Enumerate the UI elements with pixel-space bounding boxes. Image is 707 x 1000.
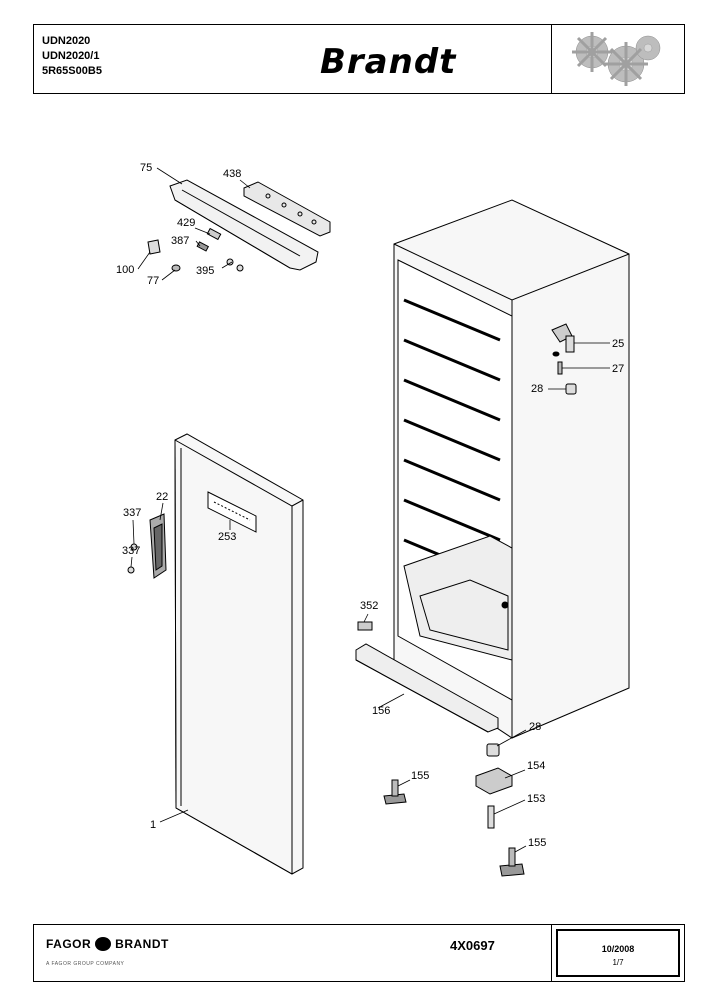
clip-part	[357, 621, 373, 631]
callout-22: 22	[156, 491, 169, 503]
date-box-frame: 10/2008 1/7	[556, 929, 680, 977]
model-line: UDN2020/1	[42, 50, 100, 62]
page-number: 1/7	[612, 958, 624, 967]
fagor-brandt-logo: FAGOR BRANDT	[46, 937, 169, 951]
logo-brandt-text: BRANDT	[115, 937, 169, 951]
model-line: UDN2020	[42, 35, 91, 47]
brand-logo: Brandt	[320, 42, 457, 82]
callout-387: 387	[171, 235, 190, 247]
header-box: UDN2020 UDN2020/1 5R65S00B5 Brandt	[33, 24, 685, 94]
logo-subline: A FAGOR GROUP COMPANY	[46, 961, 125, 967]
date-box: 10/2008 1/7	[551, 925, 684, 981]
gears-icon	[572, 32, 661, 86]
callout-429: 429	[177, 217, 196, 229]
model-line: 5R65S00B5	[42, 65, 102, 77]
control-panel-part	[243, 181, 331, 237]
callout-153: 153	[527, 793, 546, 805]
callout-352: 352	[360, 600, 379, 612]
callout-337-upper: 337	[123, 507, 142, 519]
callout-75: 75	[140, 162, 153, 174]
document-date: 10/2008	[601, 944, 635, 954]
callout-1: 1	[150, 819, 157, 831]
gears-logo-box	[551, 25, 684, 93]
cabinet-part	[393, 199, 630, 739]
plinth-part	[355, 643, 499, 733]
callout-337-lower: 337	[122, 545, 141, 557]
logo-separator-icon	[95, 937, 112, 951]
callout-100: 100	[116, 264, 135, 276]
callout-253: 253	[218, 531, 237, 543]
logo-fagor-text: FAGOR	[46, 937, 92, 951]
callout-27: 27	[612, 363, 625, 375]
callout-155-left: 155	[411, 770, 430, 782]
top-trim-part	[169, 179, 319, 271]
callout-28-bottom: 28	[529, 721, 542, 733]
callout-438: 438	[223, 168, 242, 180]
document-code: 4X0697	[450, 938, 495, 953]
callout-77: 77	[147, 275, 160, 287]
leader-lines	[130, 167, 610, 853]
footer-box: FAGOR BRANDT A FAGOR GROUP COMPANY 4X0697…	[33, 924, 685, 982]
model-list: UDN2020 UDN2020/1 5R65S00B5	[42, 34, 102, 79]
callout-395: 395	[196, 265, 215, 277]
callout-28-top: 28	[531, 383, 544, 395]
door-handle-part	[127, 513, 167, 579]
callout-154: 154	[527, 760, 546, 772]
exploded-parts-diagram: 75 438 429 387 100 395 77 25 27 28 22 33…	[0, 100, 707, 900]
door-part	[174, 433, 304, 875]
callout-155-right: 155	[528, 837, 547, 849]
callout-156-visible: 156	[372, 705, 391, 717]
callout-25: 25	[612, 338, 625, 350]
feet-and-bracket-parts	[383, 743, 525, 877]
parts-drawing	[127, 167, 630, 877]
